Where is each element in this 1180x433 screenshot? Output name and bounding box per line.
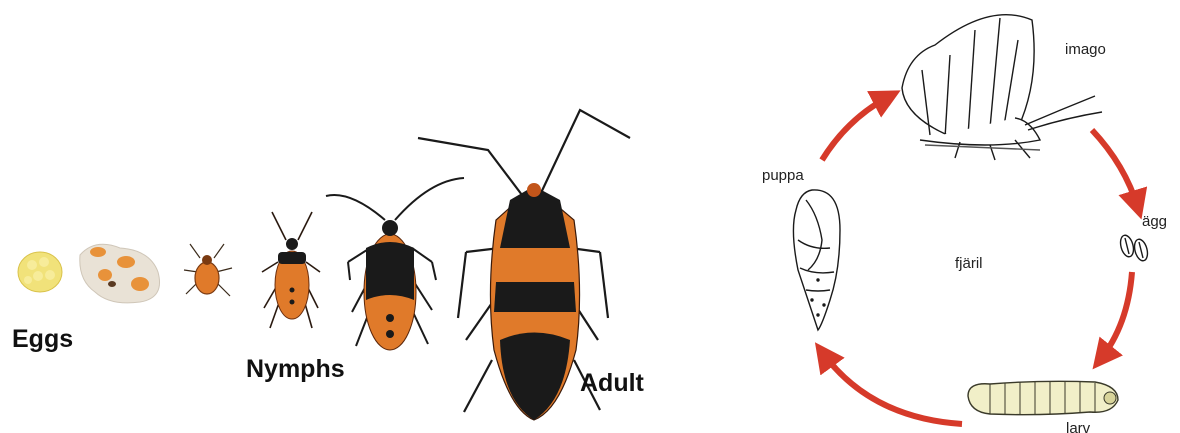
caterpillar-larva (968, 381, 1118, 415)
arrow-larva-to-pupa (822, 352, 962, 424)
arrow-egg-to-larva (1100, 272, 1132, 360)
chrysalis-pupa (793, 190, 840, 330)
butterfly-eggs (1118, 234, 1149, 262)
eggs-label: Eggs (12, 325, 73, 353)
pupa-label: puppa (762, 167, 804, 184)
adult-label: Adult (580, 369, 645, 397)
hatching-egg-cluster (80, 244, 160, 303)
center-label: fjäril (955, 255, 983, 272)
egg-label: ägg (1142, 213, 1167, 230)
arrow-pupa-to-imago (822, 96, 890, 160)
egg-cluster (18, 252, 62, 292)
butterfly-lifecycle: imago ägg larv puppa fjäril (762, 15, 1167, 433)
milkweed-bug-lifecycle: Eggs Nymphs Adult (12, 110, 645, 420)
imago-label: imago (1065, 41, 1106, 58)
arrow-imago-to-egg (1092, 130, 1138, 208)
larva-label: larv (1066, 420, 1091, 433)
mid-instar-nymph (262, 212, 320, 328)
first-instar-nymph (184, 244, 232, 296)
butterfly-imago (902, 15, 1102, 160)
late-instar-nymph (326, 178, 464, 350)
nymphs-label: Nymphs (246, 355, 345, 383)
